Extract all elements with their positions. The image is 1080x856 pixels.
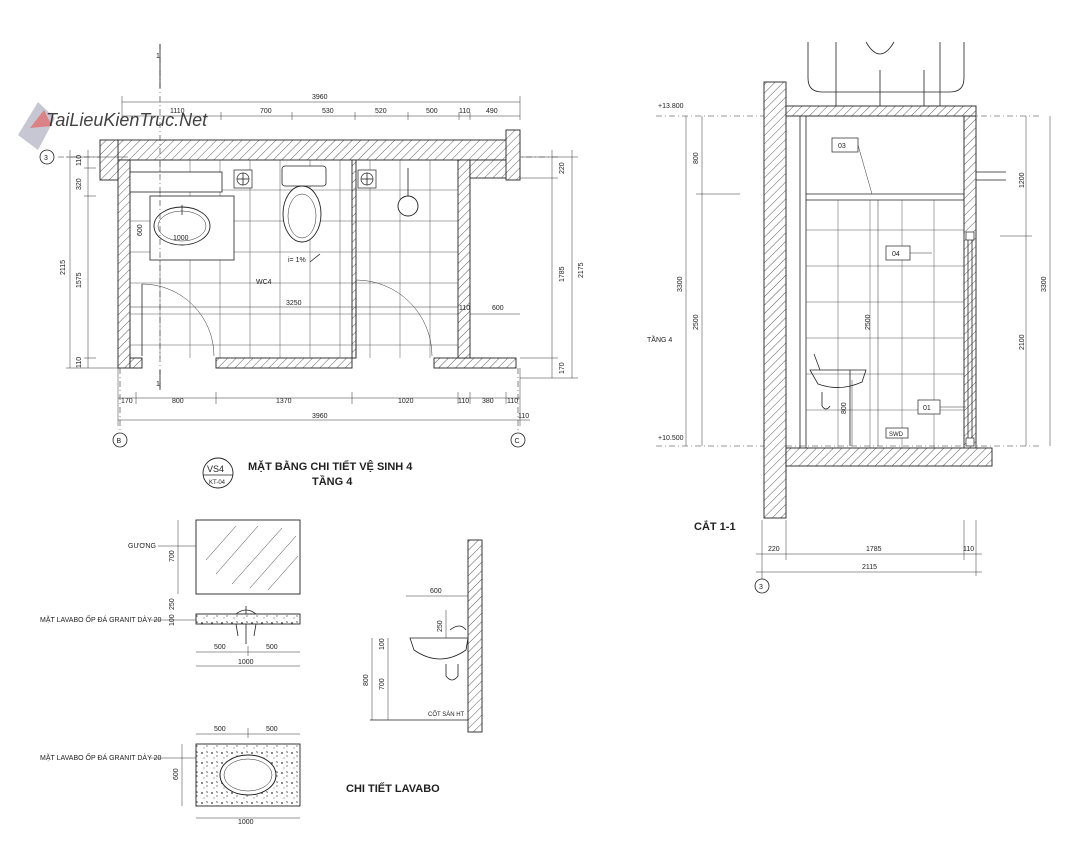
lavabo-section-icon: [809, 353, 867, 446]
tag-03: 03: [838, 143, 846, 150]
dim-top-2: 700: [260, 108, 272, 115]
floor-label: TẦNG 4: [647, 334, 672, 344]
bottom-dim-800: 800: [172, 398, 184, 405]
bottom-dim-1020: 1020: [398, 398, 414, 405]
basin-dim: 1000: [173, 235, 189, 242]
floor-level-label: CỐT SÀN HT: [428, 711, 465, 718]
left-dim-110: 110: [76, 155, 83, 166]
lavabo-detail: GƯƠNG 700 250 100 MẶT LAVABO ỐP ĐÁ GRANI…: [40, 519, 483, 826]
title-badge-bottom: KT-04: [209, 480, 226, 486]
right-dim-170: 170: [559, 362, 566, 374]
counter-label-1: MẶT LAVABO ỐP ĐÁ GRANIT DÀY 20: [40, 614, 161, 624]
plan-dim-600: 600: [173, 768, 180, 780]
lavabo-title: CHI TIẾT LAVABO: [346, 782, 440, 795]
plan-title-line2: TẦNG 4: [312, 475, 353, 488]
elev-dim-500a: 500: [214, 644, 226, 651]
bottom-dim-380: 380: [482, 398, 494, 405]
floor-drain-icon: [233, 169, 253, 189]
watermark-logo: TaiLieuKienTruc.Net: [18, 102, 208, 150]
right-dim-220: 220: [559, 162, 566, 174]
right-dim-1785: 1785: [559, 266, 566, 282]
dim-top-1: 1110: [170, 108, 185, 115]
shower-head-icon: [397, 168, 419, 217]
bottom-dim-110c: 110: [518, 413, 529, 420]
section-bottom-110: 110: [963, 546, 974, 553]
plan-title-line1: MẶT BẰNG CHI TIẾT VỆ SINH 4: [248, 460, 413, 473]
left-dim-320: 320: [76, 178, 83, 190]
section-bottom-220: 220: [768, 546, 780, 553]
side-dim-100: 100: [379, 638, 386, 650]
mirror-label: GƯƠNG: [128, 543, 156, 550]
side-dim-600: 600: [430, 588, 442, 595]
side-dim-800: 800: [363, 674, 370, 686]
side-dim-250: 250: [437, 620, 444, 632]
watermark-text: TaiLieuKienTruc.Net: [46, 110, 208, 130]
room-label: WC4: [256, 279, 272, 286]
plan-dim-1000: 1000: [238, 819, 254, 826]
bottom-dim-170: 170: [121, 398, 133, 405]
tag-04: 04: [892, 251, 900, 258]
section-right-3300: 3300: [1041, 276, 1048, 292]
level-top: +13.800: [658, 103, 684, 110]
left-dim-600: 600: [137, 224, 144, 236]
section-right-2100: 2100: [1019, 334, 1026, 350]
right-dim-600: 600: [492, 305, 504, 312]
counter-label-2: MẶT LAVABO ỐP ĐÁ GRANIT DÀY 20: [40, 752, 161, 762]
elev-dim-1000: 1000: [238, 659, 254, 666]
side-dim-700: 700: [379, 678, 386, 690]
toilet-icon: [281, 165, 327, 243]
level-bottom: +10.500: [658, 435, 684, 442]
mirror-height: 700: [169, 550, 176, 562]
bottom-dim-110: 110: [458, 398, 469, 405]
section-left-3300: 3300: [677, 276, 684, 292]
section-mark-bottom: 1: [156, 381, 160, 388]
dim-top-5: 500: [426, 108, 438, 115]
slope-label: i= 1%: [288, 257, 306, 264]
left-dim-2115: 2115: [60, 260, 67, 275]
drain-label: SWD: [889, 432, 904, 438]
plan-dim-500a: 500: [214, 726, 226, 733]
bottom-dim-3960: 3960: [312, 413, 328, 420]
section-inner-2500: 2500: [865, 314, 872, 330]
floor-drain-icon: [357, 169, 377, 189]
mirror: [195, 519, 301, 595]
section-title: CẮT 1-1: [694, 520, 736, 533]
dim-top-7: 490: [486, 108, 498, 115]
axis-b: B: [117, 438, 122, 445]
width-dim: 3250: [286, 300, 302, 307]
dim-top-3: 530: [322, 108, 334, 115]
section-bottom-2115: 2115: [862, 564, 877, 571]
elev-dim-500b: 500: [266, 644, 278, 651]
section-bottom-1785: 1785: [866, 546, 882, 553]
plan-dim-500b: 500: [266, 726, 278, 733]
section-left-2500: 2500: [693, 314, 700, 330]
dim-top-6: 110: [459, 108, 470, 115]
section-left-800: 800: [693, 152, 700, 164]
axis-3-plan: 3: [44, 155, 48, 162]
section-right-1200: 1200: [1019, 172, 1026, 188]
section-inner-800: 800: [841, 402, 848, 414]
floor-plan: 3960 1110 700 530 520 500 110 490 3: [39, 44, 585, 448]
left-dim-1575: 1575: [76, 272, 83, 288]
title-badge-top: VS4: [207, 464, 224, 474]
right-dim-2175: 2175: [578, 262, 585, 278]
tag-01: 01: [923, 405, 931, 412]
left-dim-110b: 110: [76, 357, 83, 368]
bottom-dim-110b: 110: [507, 398, 518, 405]
counter-top-plan: [195, 743, 301, 807]
bottom-dim-1370: 1370: [276, 398, 292, 405]
plan-title: VS4 KT-04 MẶT BẰNG CHI TIẾT VỆ SINH 4 TẦ…: [202, 457, 413, 489]
section-1-1: +13.800 +10.500: [647, 41, 1051, 594]
right-dim-110b: 110: [459, 305, 470, 312]
dim-total-top: 3960: [312, 94, 328, 101]
section-mark-top: 1: [156, 53, 160, 60]
axis-c: C: [515, 438, 520, 445]
dim-top-4: 520: [375, 108, 387, 115]
gap-250: 250: [169, 598, 176, 610]
axis-3-section: 3: [759, 584, 763, 591]
